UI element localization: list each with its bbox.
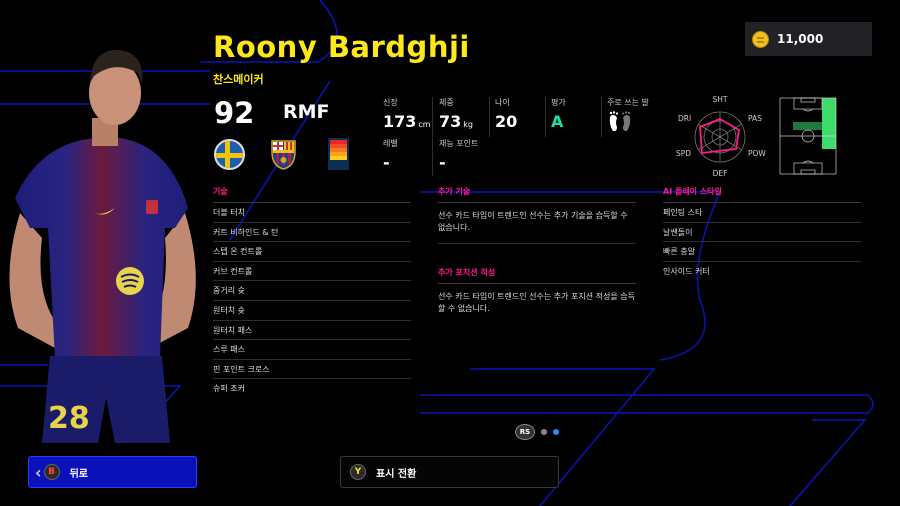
divider xyxy=(545,97,546,137)
svg-text:POW: POW xyxy=(748,149,766,158)
svg-text:28: 28 xyxy=(48,401,90,436)
svg-text:SHT: SHT xyxy=(713,95,728,104)
skills-title: 기술 xyxy=(213,186,411,203)
divider xyxy=(601,97,602,137)
skill-item: 원터치 패스 xyxy=(213,321,411,341)
skill-item: 원터치 슛 xyxy=(213,301,411,321)
feet-icon xyxy=(609,111,631,132)
toggle-display-button[interactable]: Y 표시 전환 xyxy=(340,456,559,488)
stat-level-label: 레벨 xyxy=(383,139,398,148)
additional-positions-title: 추가 포지션 적성 xyxy=(438,267,636,284)
additional-skills-section: 추가 기술 선수 카드 타입이 트렌드인 선수는 추가 기술을 습득할 수 없습… xyxy=(438,186,636,244)
fc-barcelona-badge-icon xyxy=(271,140,296,170)
stat-progression-label: 재능 포인트 xyxy=(439,139,479,148)
stat-progression: 재능 포인트 - xyxy=(439,138,478,172)
skill-item: 스루 패스 xyxy=(213,340,411,360)
svg-text:PAS: PAS xyxy=(748,114,762,123)
player-name: Roony Bardghji xyxy=(213,30,470,64)
stat-weight-value: 73 xyxy=(439,112,462,131)
player-position: RMF xyxy=(283,101,330,123)
stat-height-value: 173 xyxy=(383,112,417,131)
ai-style-item: 빠른 충알 xyxy=(663,242,861,262)
stat-height-label: 신장 xyxy=(383,98,398,107)
ai-styles-title: AI 플레이 스타일 xyxy=(663,186,861,203)
ai-playing-styles-section: AI 플레이 스타일 페인팅 스타 날쌘돌이 빠른 충알 인사이드 커터 xyxy=(663,186,861,281)
back-button[interactable]: ‹ B 뒤로 xyxy=(28,456,197,488)
toggle-display-label: 표시 전환 xyxy=(376,468,417,480)
ai-style-item: 날쌘돌이 xyxy=(663,223,861,243)
y-button-icon: Y xyxy=(350,464,366,480)
back-button-label: 뒤로 xyxy=(69,468,88,480)
additional-skills-desc: 선수 카드 타입이 트렌드인 선수는 추가 기술을 습득할 수 없습니다. xyxy=(438,203,636,244)
stat-age-value: 20 xyxy=(495,112,518,131)
skill-item: 스텝 온 컨트롤 xyxy=(213,242,411,262)
stat-weight-unit: kg xyxy=(463,120,473,129)
page-indicator[interactable]: RS xyxy=(515,424,559,440)
stat-rating-value: A xyxy=(551,112,564,131)
overall-rating: 92 xyxy=(214,96,255,130)
stat-level: 레벨 - xyxy=(383,138,398,172)
la-liga-badge-icon xyxy=(328,138,349,170)
additional-positions-section: 추가 포지션 적성 선수 카드 타입이 트렌드인 선수는 추가 포지션 적성을 … xyxy=(438,267,636,324)
stat-age: 나이 20 xyxy=(495,97,517,131)
position-pitch-map xyxy=(779,97,837,175)
ai-style-item: 인사이드 커터 xyxy=(663,266,710,276)
stat-height-unit: cm xyxy=(418,120,431,129)
coin-balance: 11,000 xyxy=(745,22,872,56)
stat-rating-label: 평가 xyxy=(551,98,566,107)
rs-stick-icon[interactable]: RS xyxy=(515,424,535,440)
card-type: 찬스메이커 xyxy=(213,73,264,86)
ability-radar-chart: SHT PAS POW DEF SPD DRI xyxy=(676,95,766,178)
stat-age-label: 나이 xyxy=(495,98,510,107)
additional-positions-desc: 선수 카드 타입이 트렌드인 선수는 추가 포지션 적성을 습득할 수 없습니다… xyxy=(438,292,635,313)
page-dot-1[interactable] xyxy=(541,429,547,435)
page-dot-2-active[interactable] xyxy=(553,429,559,435)
divider xyxy=(432,138,433,176)
additional-skills-title: 추가 기술 xyxy=(438,186,636,203)
skill-item: 중거리 슛 xyxy=(213,281,411,301)
divider xyxy=(489,97,490,137)
stat-rating: 평가 A xyxy=(551,97,566,131)
svg-text:DEF: DEF xyxy=(713,169,728,178)
coin-icon xyxy=(752,30,769,48)
stat-weight-label: 체중 xyxy=(439,98,454,107)
coin-amount: 11,000 xyxy=(777,32,824,46)
stat-progression-value: - xyxy=(439,153,446,172)
skill-item: 슈퍼 조커 xyxy=(213,384,245,394)
svg-text:DRI: DRI xyxy=(678,114,691,123)
svg-text:SPD: SPD xyxy=(676,149,691,158)
ai-style-item: 페인팅 스타 xyxy=(663,203,861,223)
skill-item: 커브 컨트롤 xyxy=(213,262,411,282)
stat-foot-label: 주로 쓰는 발 xyxy=(607,98,649,107)
skill-item: 커트 비하인드 & 턴 xyxy=(213,223,411,243)
stat-level-value: - xyxy=(383,153,390,172)
skill-item: 핀 포인트 크로스 xyxy=(213,360,411,380)
b-button-icon: B xyxy=(43,464,60,480)
skill-item: 더블 터치 xyxy=(213,203,411,223)
divider xyxy=(432,97,433,137)
stat-foot: 주로 쓰는 발 xyxy=(607,97,649,137)
player-figure: 28 xyxy=(9,49,196,443)
chevron-left-icon: ‹ xyxy=(35,462,42,482)
skills-section: 기술 더블 터치 커트 비하인드 & 턴 스텝 온 컨트롤 커브 컨트롤 중거리… xyxy=(213,186,411,399)
sweden-flag-icon xyxy=(214,139,245,170)
